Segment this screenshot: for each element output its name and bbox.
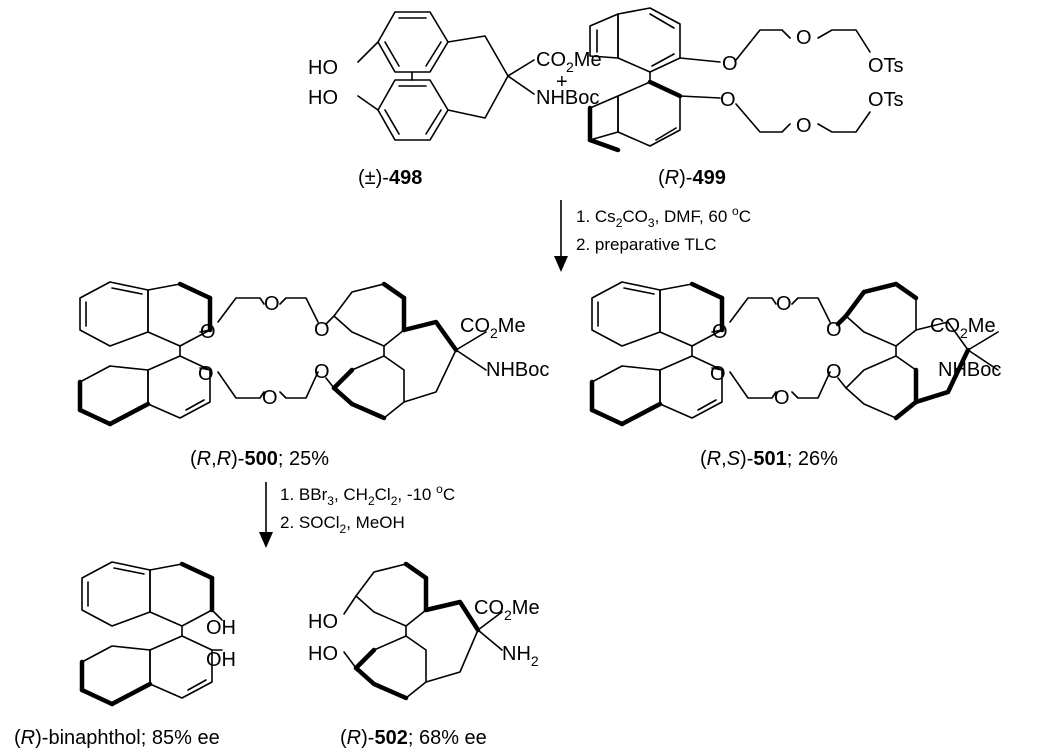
ether-oxygen-label: O [712, 321, 728, 343]
amine-label: NHBoc [486, 359, 549, 381]
ether-oxygen-label: O [200, 321, 216, 343]
binaphthol-structure [79, 561, 223, 707]
compound-502-structure [343, 561, 503, 701]
step2-condition-line1: 1. BBr3, CH2Cl2, -10 oC [280, 482, 455, 508]
ether-oxygen-label: O [198, 363, 214, 385]
ether-oxygen-label: O [774, 387, 790, 409]
hydroxyl-label: HO [308, 87, 338, 109]
ether-oxygen-label: O [796, 27, 812, 49]
binaphthol-label: (R)-binaphthol; 85% ee [14, 727, 220, 749]
compound-501-label: (R,S)-501; 26% [700, 448, 838, 470]
arrowhead-2 [259, 532, 273, 548]
ether-oxygen-label: O [720, 89, 736, 111]
ether-oxygen-label: O [722, 53, 738, 75]
arrowhead-1 [554, 256, 568, 272]
hydroxyl-label: HO [308, 611, 338, 633]
compound-500-structure [77, 281, 487, 427]
ester-label: CO2Me [930, 315, 996, 341]
tosylate-label: OTs [868, 55, 904, 77]
hydroxyl-label: HO [308, 57, 338, 79]
compound-499-label: (R)-499 [658, 167, 726, 189]
ether-oxygen-label: O [314, 319, 330, 341]
amine-label: NHBoc [536, 87, 599, 109]
ether-oxygen-label: O [710, 363, 726, 385]
hydroxyl-label: OH [206, 649, 236, 671]
ester-label: CO2Me [536, 49, 602, 75]
ether-oxygen-label: O [264, 293, 280, 315]
amine-label: NH2 [502, 643, 539, 669]
step1-condition-line1: 1. Cs2CO3, DMF, 60 oC [576, 204, 751, 230]
ether-oxygen-label: O [314, 361, 330, 383]
hydroxyl-label: OH [206, 617, 236, 639]
hydroxyl-label: HO [308, 643, 338, 665]
compound-498-label: (±)-498 [358, 167, 422, 189]
plus-sign: + [556, 71, 568, 93]
ether-oxygen-label: O [776, 293, 792, 315]
compound-502-label: (R)-502; 68% ee [340, 727, 487, 749]
tosylate-label: OTs [868, 89, 904, 111]
ether-oxygen-label: O [262, 387, 278, 409]
compound-501-structure [589, 281, 999, 427]
compound-498-structure [357, 11, 535, 141]
ester-label: CO2Me [474, 597, 540, 623]
step1-condition-line2: 2. preparative TLC [576, 235, 716, 254]
ether-oxygen-label: O [826, 361, 842, 383]
compound-500-label: (R,R)-500; 25% [190, 448, 329, 470]
ester-label: CO2Me [460, 315, 526, 341]
ether-oxygen-label: O [796, 115, 812, 137]
amine-label: NHBoc [938, 359, 1001, 381]
ether-oxygen-label: O [826, 319, 842, 341]
step2-condition-line2: 2. SOCl2, MeOH [280, 513, 405, 536]
compound-499-structure [587, 7, 871, 153]
